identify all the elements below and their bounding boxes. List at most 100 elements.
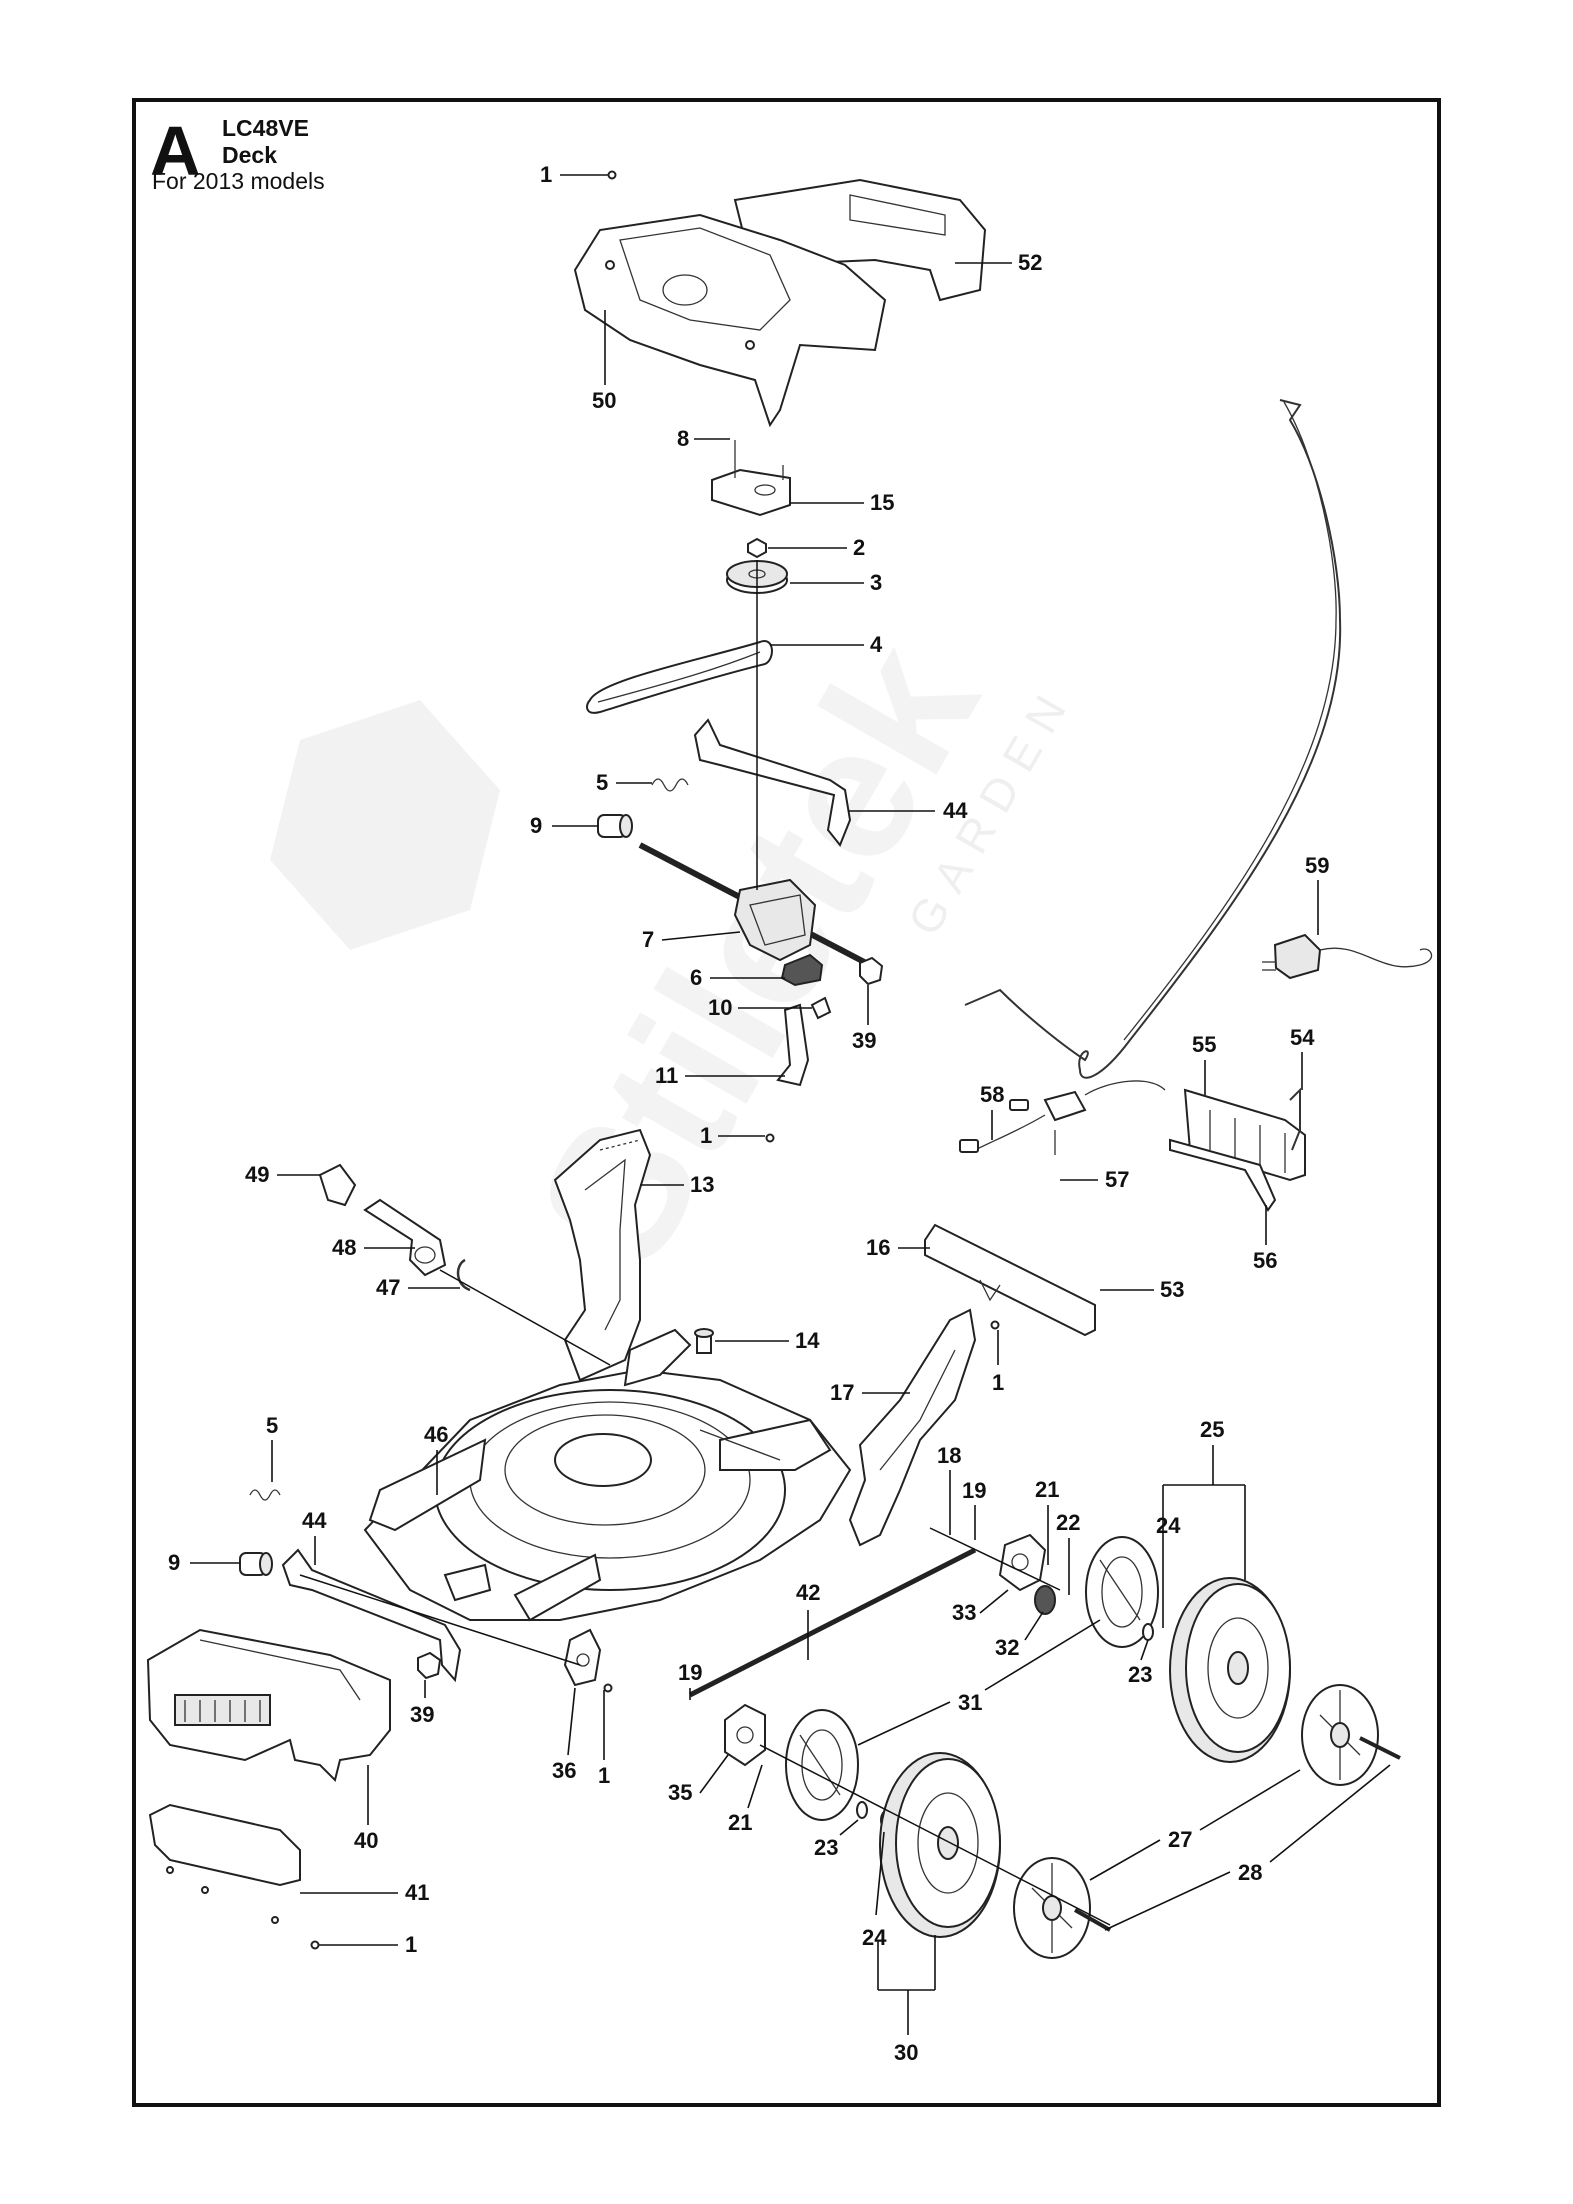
callout-14: 14	[715, 1328, 820, 1353]
callout-39-bottom: 39	[410, 1680, 434, 1727]
callout-24-right: 24	[1156, 1513, 1181, 1538]
callout-24-left: 24	[862, 1831, 887, 1950]
svg-text:9: 9	[168, 1550, 180, 1575]
callout-44-top: 44	[848, 798, 968, 823]
svg-text:1: 1	[405, 1932, 417, 1957]
callout-25: 25	[1162, 1417, 1246, 1628]
callout-49: 49	[245, 1162, 320, 1187]
mower-deck-part	[363, 1328, 852, 1622]
svg-text:54: 54	[1290, 1025, 1315, 1050]
battery-wire-part	[1289, 1087, 1301, 1151]
left-front-wheel-part	[879, 1752, 1001, 1938]
svg-text:55: 55	[1192, 1032, 1216, 1057]
callout-13: 13	[640, 1172, 714, 1197]
callout-42: 42	[796, 1580, 820, 1660]
upper-drive-rod-part	[693, 718, 852, 847]
right-bearing-housing-part	[998, 1533, 1047, 1592]
callout-50: 50	[592, 310, 616, 413]
retaining-clip-part	[456, 1258, 471, 1292]
svg-text:31: 31	[958, 1690, 982, 1715]
callout-57: 57	[1060, 1167, 1129, 1192]
callout-1-top: 1	[540, 162, 608, 187]
svg-text:24: 24	[862, 1925, 887, 1950]
svg-text:1: 1	[700, 1123, 712, 1148]
rear-axle-bar-part	[924, 1223, 1096, 1337]
left-height-adjuster-part	[553, 1128, 652, 1382]
svg-text:27: 27	[1168, 1827, 1192, 1852]
callout-39-top: 39	[852, 985, 876, 1053]
callout-59: 59	[1305, 853, 1329, 935]
callout-58: 58	[980, 1082, 1004, 1140]
svg-text:15: 15	[870, 490, 894, 515]
bottom-plate-part	[148, 1803, 301, 1887]
callout-55: 55	[1192, 1032, 1216, 1095]
right-hub-cap-part	[1301, 1684, 1379, 1786]
gearbox-part	[638, 842, 872, 968]
svg-text:23: 23	[814, 1835, 838, 1860]
callout-46: 46	[424, 1422, 448, 1495]
svg-text:1: 1	[540, 162, 552, 187]
svg-text:36: 36	[552, 1758, 576, 1783]
plug-part	[694, 1328, 714, 1354]
right-rear-wheel-part	[1169, 1577, 1291, 1763]
svg-text:47: 47	[376, 1275, 400, 1300]
lower-bracket-part	[776, 1003, 810, 1087]
svg-text:50: 50	[592, 388, 616, 413]
callout-22: 22	[1056, 1510, 1080, 1595]
svg-text:10: 10	[708, 995, 732, 1020]
callout-15: 15	[790, 490, 894, 515]
svg-text:48: 48	[332, 1235, 356, 1260]
drive-gear-part	[1034, 1585, 1056, 1615]
lower-bushing-part	[239, 1552, 273, 1576]
callout-1-right: 1	[992, 1330, 1004, 1395]
svg-text:32: 32	[995, 1635, 1019, 1660]
svg-text:25: 25	[1200, 1417, 1224, 1442]
svg-text:2: 2	[853, 535, 865, 560]
callout-17: 17	[830, 1380, 910, 1405]
svg-text:4: 4	[870, 632, 883, 657]
handle-grip-part	[318, 1163, 357, 1207]
svg-text:8: 8	[677, 426, 689, 451]
svg-text:30: 30	[894, 2040, 918, 2065]
callout-18: 18	[937, 1443, 961, 1535]
lower-drive-rod-part	[281, 1548, 462, 1683]
rear-axle-part	[688, 1547, 977, 1698]
model-name: LC48VE	[222, 115, 309, 141]
callout-5-bottom: 5	[266, 1413, 278, 1482]
watermark-logo	[270, 700, 500, 950]
left-hub-cap-part	[1013, 1857, 1091, 1959]
clip-part	[810, 996, 832, 1020]
left-wheel-cover-part	[785, 1709, 859, 1821]
svg-text:53: 53	[1160, 1277, 1184, 1302]
callout-1-deck: 1	[598, 1690, 610, 1788]
callout-19-left: 19	[678, 1660, 702, 1700]
spring-part	[651, 778, 689, 792]
svg-text:14: 14	[795, 1328, 820, 1353]
callout-54: 54	[1290, 1025, 1315, 1090]
callout-56: 56	[1253, 1205, 1277, 1273]
svg-text:58: 58	[980, 1082, 1004, 1107]
svg-text:11: 11	[655, 1063, 678, 1088]
callout-21-left: 21	[728, 1764, 763, 1835]
bracket-part	[711, 440, 791, 517]
svg-text:41: 41	[405, 1880, 429, 1905]
svg-text:46: 46	[424, 1422, 448, 1447]
section-title: Deck	[222, 142, 277, 168]
rear-guard-part	[146, 1628, 391, 1782]
svg-text:56: 56	[1253, 1248, 1277, 1273]
svg-text:44: 44	[302, 1508, 327, 1533]
callout-44-bottom: 44	[302, 1508, 327, 1565]
right-wheel-cover-part	[1085, 1536, 1159, 1648]
callout-9-bottom: 9	[168, 1550, 240, 1575]
axle-nut-part	[859, 956, 884, 986]
callout-47: 47	[376, 1275, 460, 1300]
callout-35: 35	[668, 1754, 729, 1805]
right-height-adjuster-part	[848, 1308, 977, 1547]
callout-36: 36	[552, 1687, 576, 1783]
callout-6: 6	[690, 965, 785, 990]
callout-16: 16	[866, 1235, 930, 1260]
svg-text:24: 24	[1156, 1513, 1181, 1538]
charger-part	[1262, 933, 1433, 980]
callout-23-left: 23	[814, 1819, 859, 1860]
